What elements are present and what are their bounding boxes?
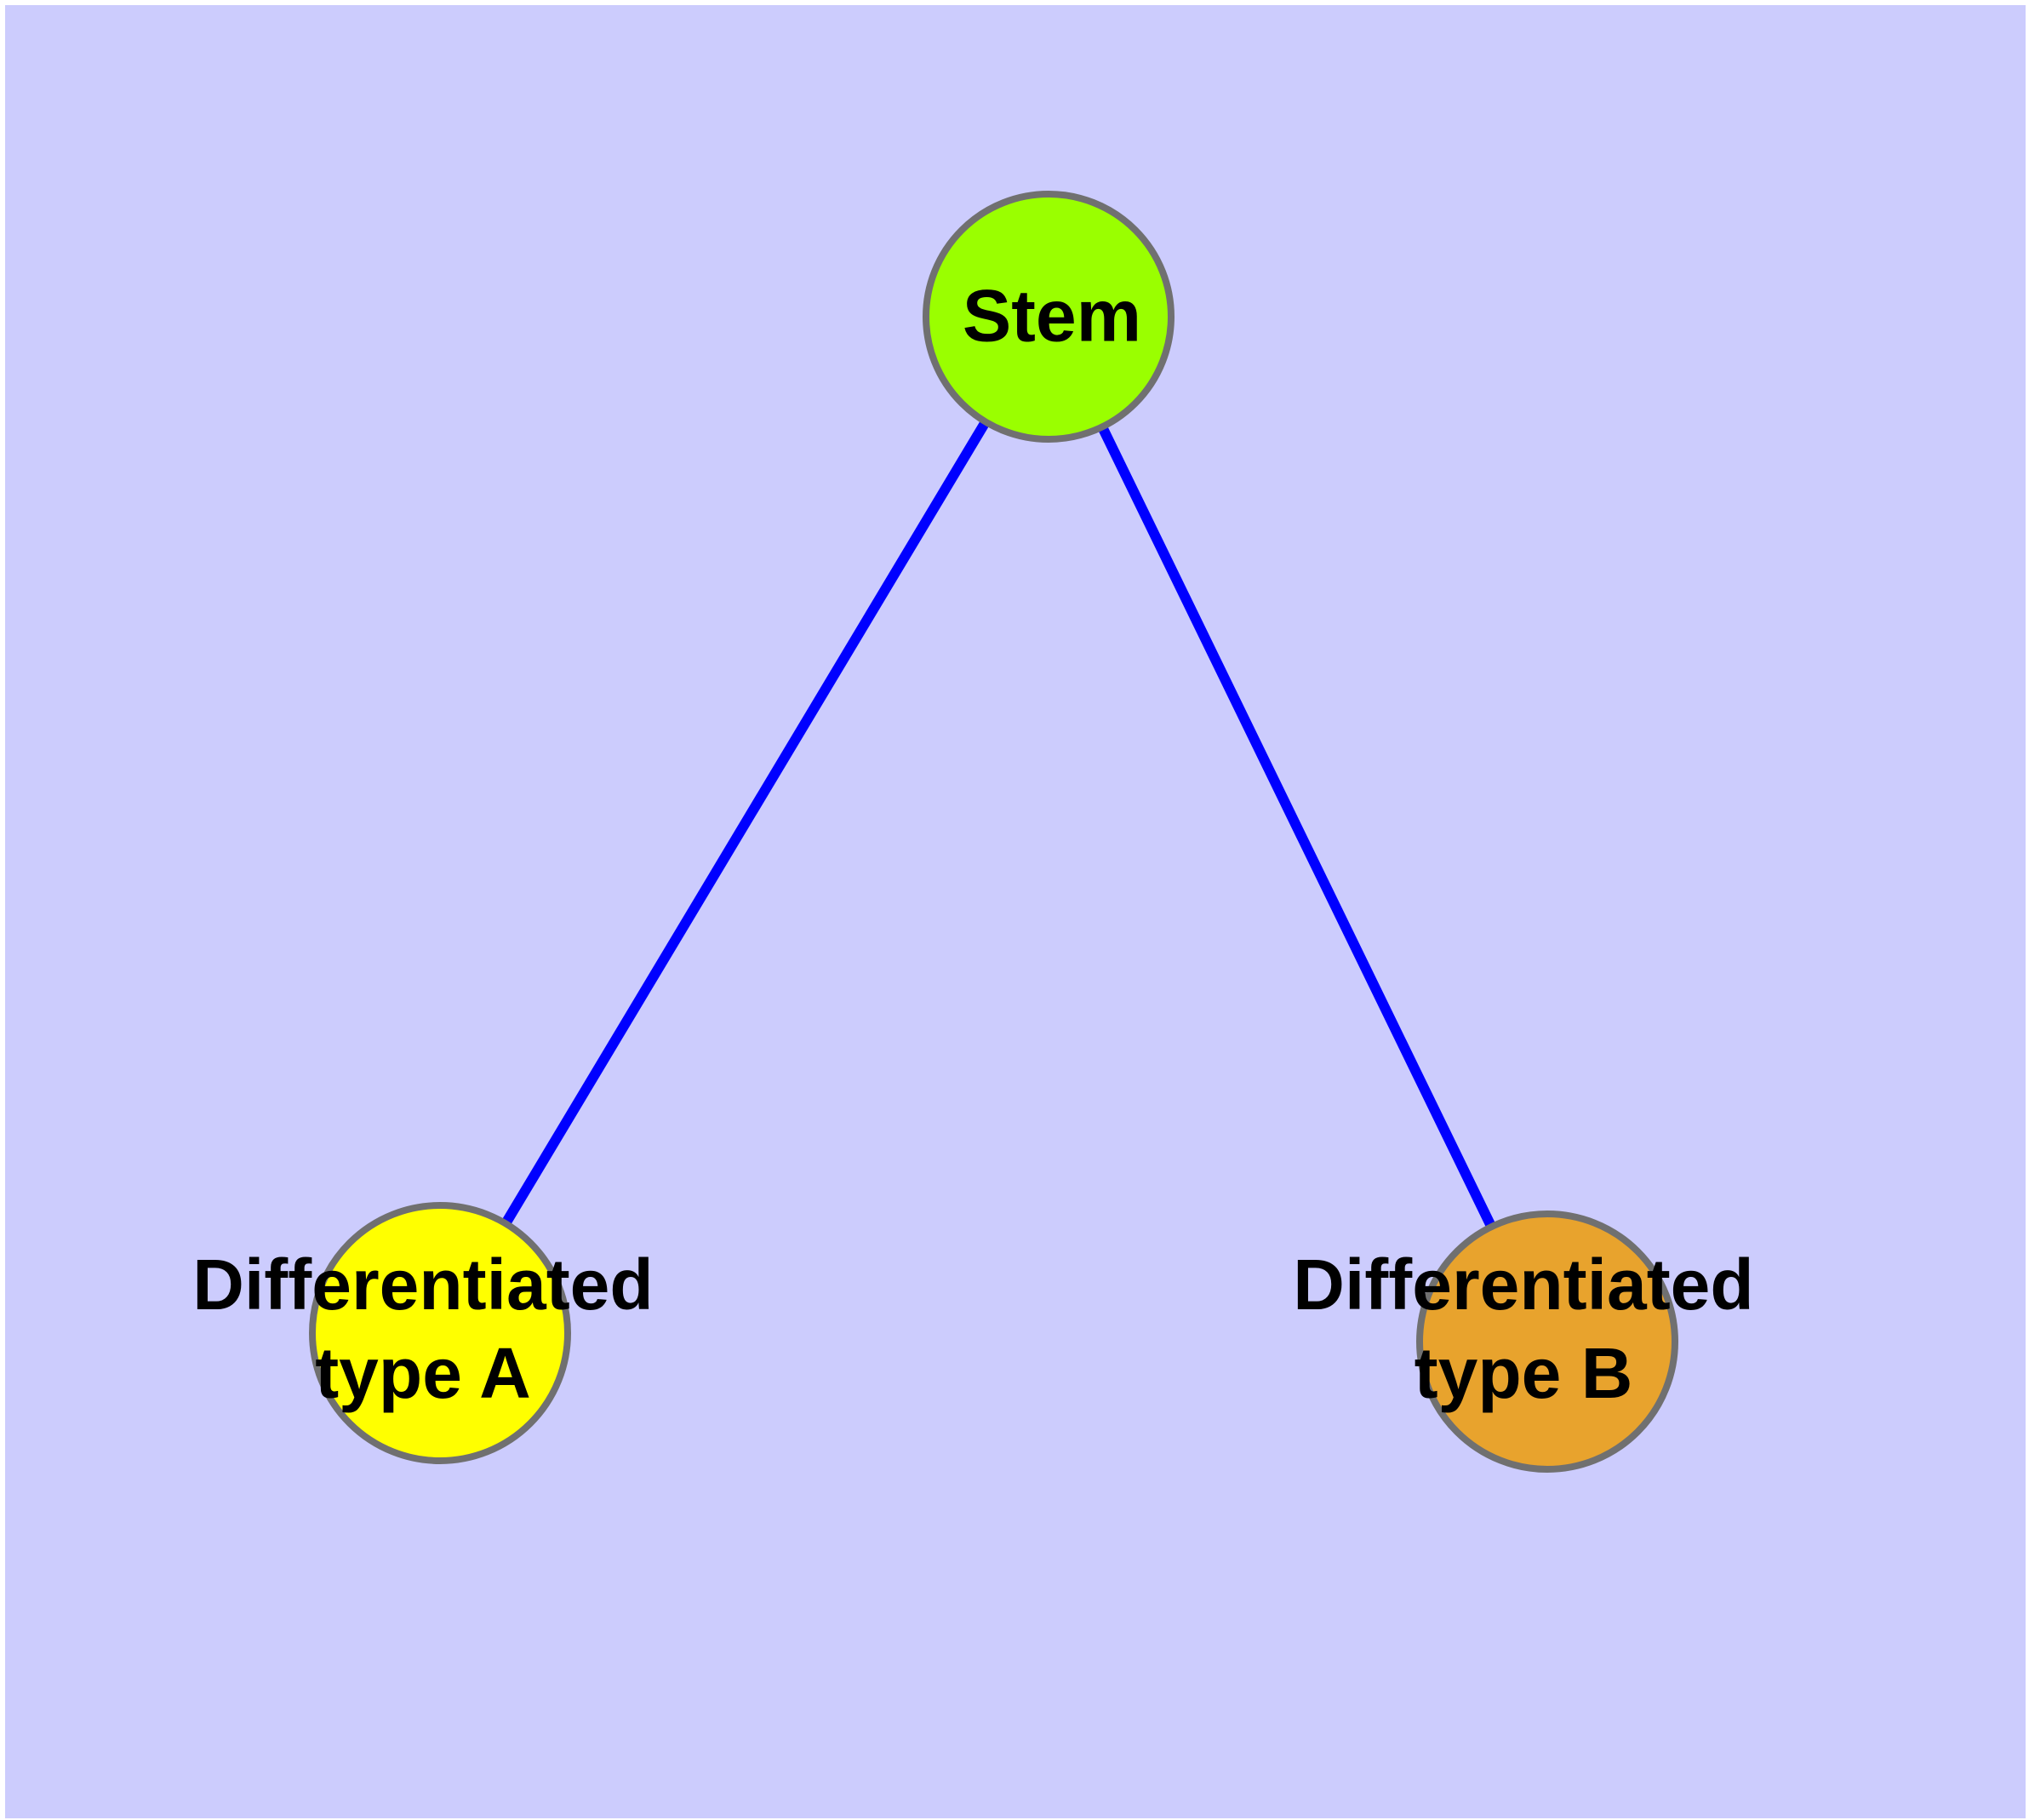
edge-stem-to-differentiated-type-a: [435, 313, 1054, 1336]
node-differentiated-type-a-label-line-1: Differentiated: [192, 1245, 653, 1325]
node-differentiated-type-b-circle[interactable]: [1416, 1210, 1678, 1473]
node-stem-circle[interactable]: [923, 191, 1175, 443]
edge-layer: [435, 313, 1552, 1344]
node-layer: [309, 191, 1678, 1473]
label-layer: Stem Differentiated type A Differentiate…: [192, 276, 1753, 1413]
node-differentiated-type-b[interactable]: [1416, 1210, 1678, 1473]
edge-stem-to-differentiated-type-b: [1043, 314, 1552, 1344]
node-differentiated-type-b-label-line-1: Differentiated: [1293, 1245, 1753, 1325]
node-differentiated-type-a-circle[interactable]: [309, 1202, 571, 1464]
node-differentiated-type-a[interactable]: [309, 1202, 571, 1464]
node-stem-label: Stem: [963, 276, 1141, 358]
node-differentiated-type-a-label-line-2: type A: [315, 1333, 531, 1413]
node-stem[interactable]: [923, 191, 1175, 443]
node-differentiated-type-b-label-line-2: type B: [1415, 1333, 1633, 1413]
